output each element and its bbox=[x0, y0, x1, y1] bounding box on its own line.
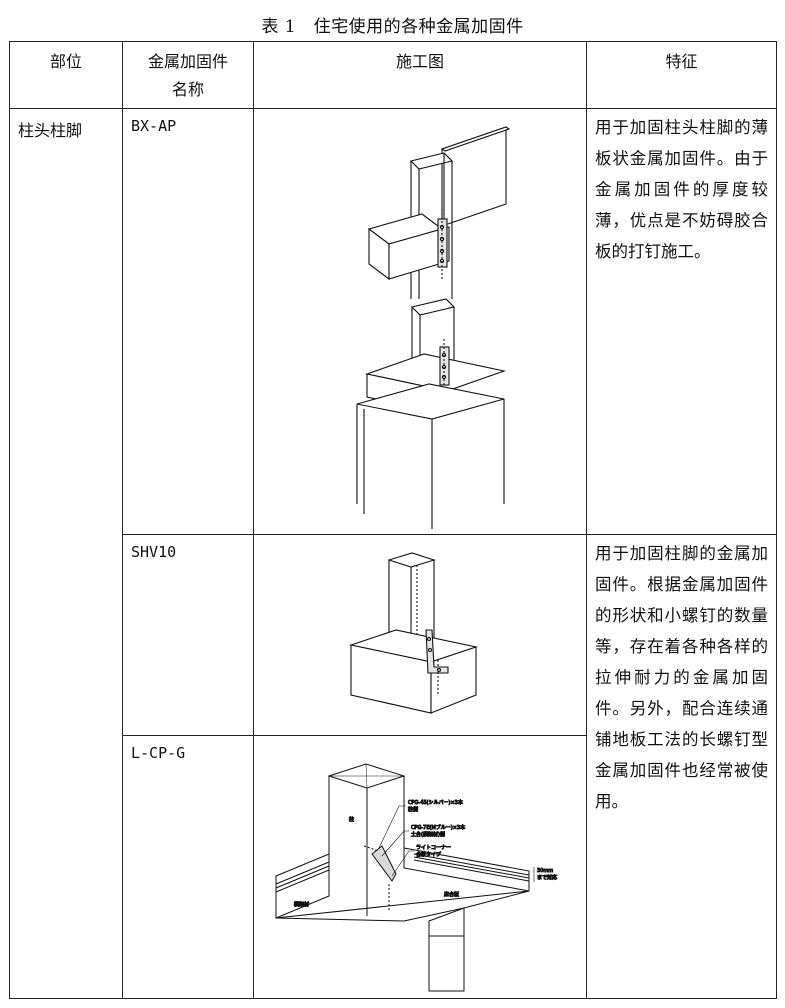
cell-name-shv10: SHV10 bbox=[122, 534, 254, 736]
table-row: SHV10 用于加固柱脚的金属加固件。根据金属加固件的形状和小螺钉的数量等，存在… bbox=[10, 534, 777, 999]
cell-feature-bxap: 用于加固柱头柱脚的薄板状金属加固件。由于金属加固件的厚度较薄，优点是不妨碍胶合板… bbox=[586, 108, 777, 535]
shv10-drawing bbox=[348, 552, 479, 714]
label-corner: ライトコーナー bbox=[416, 845, 451, 851]
cell-feature-shv10: 用于加固柱脚的金属加固件。根据金属加固件的形状和小螺钉的数量等，存在着各种各样的… bbox=[586, 534, 777, 999]
header-position: 部位 bbox=[9, 41, 123, 109]
label-floor: 床合板 bbox=[444, 891, 459, 898]
cell-drawing-shv10 bbox=[253, 534, 587, 736]
cell-position: 柱头柱脚 bbox=[9, 108, 123, 999]
header-row: 部位 金属加固件 名称 施工图 特征 bbox=[9, 41, 777, 109]
table-caption: 表 1 住宅使用的各种金属加固件 bbox=[261, 17, 524, 37]
label-corner-b: 合板タイプ bbox=[416, 851, 441, 858]
label-dim: 30mm bbox=[537, 868, 553, 874]
shv10-hardware bbox=[425, 629, 449, 674]
cell-name-bxap: BX-AP bbox=[122, 108, 254, 535]
label-screw1: CPG-45(シルバー)×3本 bbox=[408, 799, 463, 806]
header-drawing: 施工图 bbox=[253, 41, 587, 109]
header-name: 金属加固件 名称 bbox=[122, 41, 254, 109]
cell-name-lcpg: L-CP-G bbox=[122, 735, 254, 999]
label-pillar: 柱 bbox=[349, 816, 354, 823]
label-screw1b: 柱側 bbox=[408, 806, 418, 813]
cell-drawing-lcpg: 柱 CPG-45(シルバー)×3本 柱側 CPG-7E(Mブルー)×3本 土台(… bbox=[253, 735, 587, 999]
label-dim-b: まで対応 bbox=[537, 874, 557, 881]
bxap-drawing bbox=[356, 126, 511, 529]
cell-drawing-bxap bbox=[253, 108, 587, 535]
fastener-table: 部位 金属加固件 名称 施工图 特征 柱头柱脚 BX-AP bbox=[9, 41, 777, 999]
header-feature: 特征 bbox=[586, 41, 777, 109]
lcpg-drawing: 柱 CPG-45(シルバー)×3本 柱側 CPG-7E(Mブルー)×3本 土台(… bbox=[275, 763, 558, 992]
table-row: 柱头柱脚 BX-AP bbox=[9, 108, 777, 999]
lcpg-hardware bbox=[371, 845, 397, 882]
label-screw2b: 土台(横架材)側 bbox=[411, 831, 445, 838]
label-screw2: CPG-7E(Mブルー)×3本 bbox=[411, 824, 465, 831]
table-row: L-CP-G bbox=[10, 735, 777, 999]
label-beam: 横架材 bbox=[294, 901, 309, 908]
header-name-line2: 名称 bbox=[171, 80, 204, 99]
header-name-line1: 金属加固件 bbox=[147, 52, 228, 71]
